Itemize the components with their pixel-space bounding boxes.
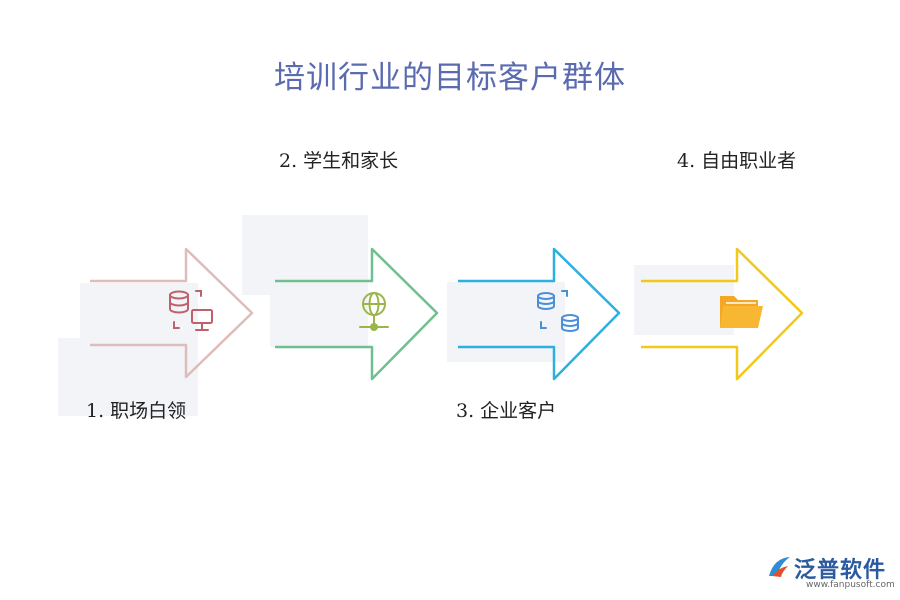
- company-logo: 泛普软件 www.fanpusoft.com: [766, 552, 896, 596]
- arrow-2: [275, 247, 439, 381]
- logo-name: 泛普软件: [794, 558, 887, 583]
- item-label-4: 4. 自由职业者: [677, 150, 797, 172]
- folder-icon: [720, 296, 763, 328]
- arrow-1: [90, 247, 254, 379]
- item-label-1: 1. 职场白领: [86, 400, 187, 422]
- arrow-3: [458, 247, 621, 381]
- database-sync-icon: [537, 290, 579, 332]
- item-label-2: 2. 学生和家长: [279, 150, 399, 172]
- bg-panel: [447, 282, 565, 362]
- bg-panel: [58, 338, 198, 416]
- logo-mark-icon: [769, 557, 790, 577]
- item-label-3: 3. 企业客户: [456, 400, 557, 422]
- arrow-4: [641, 247, 804, 381]
- logo-url: www.fanpusoft.com: [806, 580, 895, 590]
- diagram-title: 培训行业的目标客户群体: [274, 60, 626, 96]
- globe-network-icon: [359, 292, 389, 331]
- database-computer-icon: [169, 290, 213, 331]
- bg-panel: [270, 295, 368, 347]
- bg-panel: [634, 265, 734, 335]
